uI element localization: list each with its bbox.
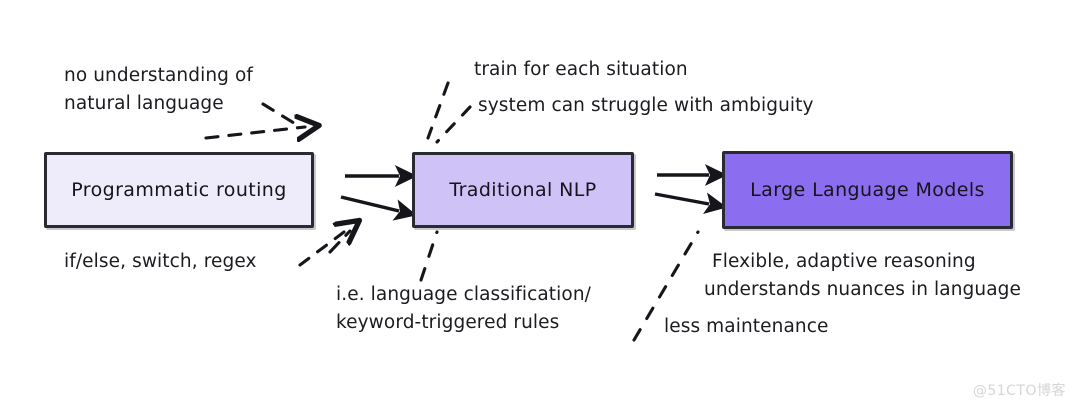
annotation-system-struggle-ambiguity: system can struggle with ambiguity [478,92,814,120]
leader-classification [419,230,439,282]
leader-ifelse [298,229,348,267]
annotation-flexible-reasoning: Flexible, adaptive reasoning understands… [704,248,1021,304]
leader-llm-benefits [632,230,700,342]
annotation-language-classification: i.e. language classification/ keyword-tr… [336,281,591,337]
annotation-ifelse-switch-regex: if/else, switch, regex [64,248,257,276]
node-traditional-nlp[interactable]: Traditional NLP [412,152,634,228]
node-label-large-language-models: Large Language Models [750,179,985,201]
leader-train-situation [426,81,450,140]
arrow-nlp-to-llm-lower [654,192,728,214]
leader-no-understanding [261,102,304,130]
leader-ifelse-tail [328,229,352,254]
annotation-line: Flexible, adaptive reasoning [712,251,976,272]
annotation-line: understands nuances in language [704,279,1021,301]
watermark: @51CTO博客 [972,383,1066,399]
annotation-line: less maintenance [664,316,829,337]
annotation-line: system can struggle with ambiguity [478,95,814,116]
leader-natural-language [204,127,305,138]
node-programmatic-routing[interactable]: Programmatic routing [44,152,314,228]
node-label-programmatic-routing: Programmatic routing [71,179,287,201]
arrow-routing-to-nlp-lower [340,195,417,221]
node-label-traditional-nlp: Traditional NLP [449,179,597,201]
annotation-less-maintenance: less maintenance [664,313,828,341]
annotation-train-each-situation: train for each situation [474,56,688,84]
node-large-language-models[interactable]: Large Language Models [722,151,1013,229]
annotation-line: no understanding of [64,65,254,86]
annotation-line: natural language [64,93,224,115]
annotation-no-understanding: no understanding of natural language [64,62,253,118]
leader-ambiguity [435,105,472,144]
annotation-line: keyword-triggered rules [336,312,560,334]
annotation-line: i.e. language classification/ [336,284,591,305]
annotation-line: train for each situation [474,59,688,80]
annotation-line: if/else, switch, regex [64,251,257,272]
